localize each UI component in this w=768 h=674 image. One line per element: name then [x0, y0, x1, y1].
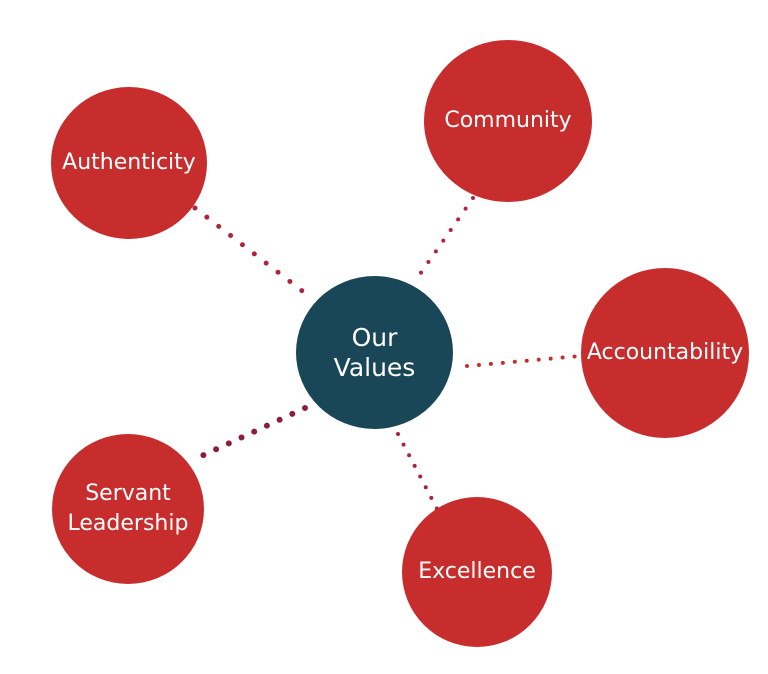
value-node-community: Community: [424, 40, 592, 202]
value-label: Accountability: [586, 340, 744, 366]
connector-community: [416, 196, 475, 279]
connector-authenticity: [192, 205, 313, 300]
value-label: Community: [444, 108, 572, 134]
value-label: Excellence: [418, 559, 536, 585]
connector-servant-leadership: [190, 405, 308, 463]
center-label: Our: [351, 322, 398, 352]
value-node-excellence: Excellence: [402, 497, 552, 647]
value-node-accountability: Accountability: [581, 268, 749, 438]
value-label: Servant: [85, 481, 171, 507]
value-node-authenticity: Authenticity: [51, 87, 207, 239]
value-label: Leadership: [67, 511, 189, 536]
value-label: Authenticity: [62, 150, 196, 176]
center-label: Values: [333, 352, 416, 382]
connector-accountability: [465, 354, 582, 368]
